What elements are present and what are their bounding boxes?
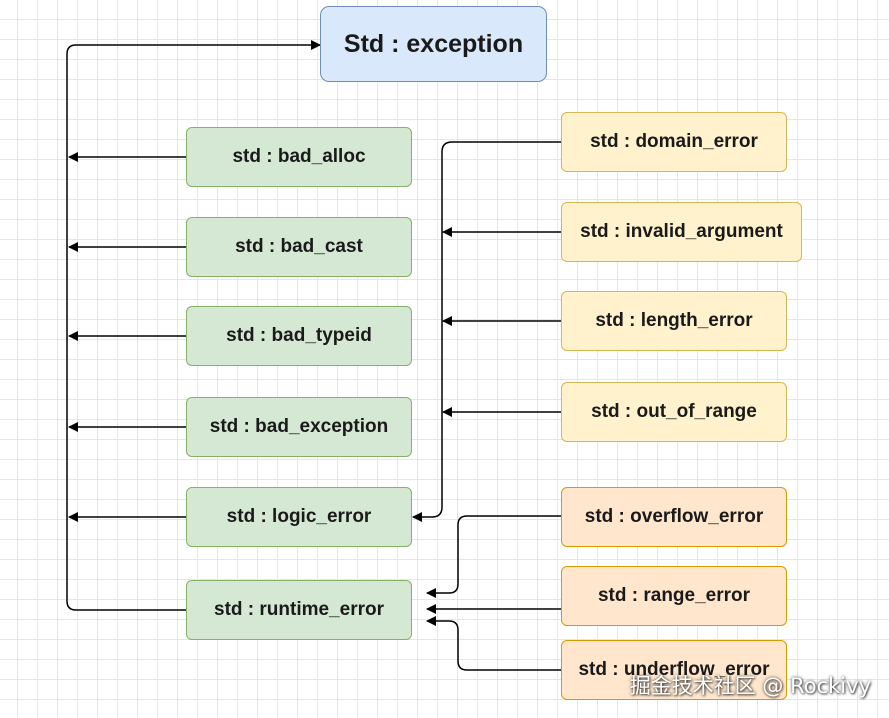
node-runtime_error: std : runtime_error [186,580,412,640]
node-label: std : out_of_range [591,401,757,422]
node-bad_alloc: std : bad_alloc [186,127,412,187]
edge-domain_error-to-logic_error [412,141,561,522]
node-out_of_range: std : out_of_range [561,382,787,442]
node-bad_cast: std : bad_cast [186,217,412,277]
node-label: std : bad_alloc [232,146,366,167]
node-label: std : overflow_error [584,506,764,527]
node-overflow_error: std : overflow_error [561,487,787,547]
node-label: std : length_error [595,310,753,331]
node-bad_exception: std : bad_exception [186,397,412,457]
node-underflow_error: std : underflow_error [561,640,787,700]
node-label: std : invalid_argument [580,221,783,242]
node-label: std : runtime_error [214,599,384,620]
node-exception: Std : exception [320,6,547,82]
node-label: std : bad_typeid [226,325,372,346]
node-length_error: std : length_error [561,291,787,351]
node-label: std : underflow_error [578,659,770,680]
node-label: std : logic_error [226,506,372,527]
watermark-text: 掘金技术社区 @ Rockivy [629,674,871,698]
node-domain_error: std : domain_error [561,112,787,172]
node-label: std : domain_error [590,131,758,152]
edge-overflow_error-to-runtime_error [426,515,561,598]
node-logic_error: std : logic_error [186,487,412,547]
node-range_error: std : range_error [561,566,787,626]
edge-runtime_error-to-exception [66,40,321,611]
edge-underflow_error-to-runtime_error [426,616,561,671]
node-label: std : range_error [597,585,751,606]
node-label: std : bad_cast [235,236,363,257]
node-label: Std : exception [343,29,524,58]
node-label: std : bad_exception [209,416,389,437]
node-invalid_argument: std : invalid_argument [561,202,802,262]
node-bad_typeid: std : bad_typeid [186,306,412,366]
